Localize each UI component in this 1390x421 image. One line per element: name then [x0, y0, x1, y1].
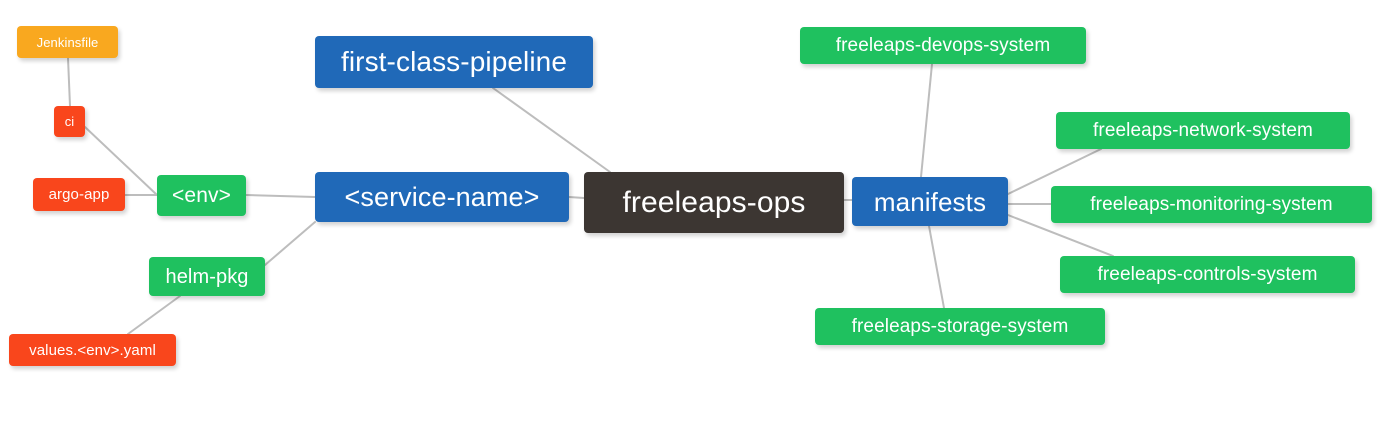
node-first-class-pipeline[interactable]: first-class-pipeline [315, 36, 593, 88]
node-label: Jenkinsfile [36, 34, 99, 50]
node-ci[interactable]: ci [54, 106, 85, 137]
edge-service-name-to-freeleaps-ops [568, 196, 585, 199]
node-helm-pkg[interactable]: helm-pkg [149, 257, 265, 296]
node-freeleaps-storage-system[interactable]: freeleaps-storage-system [815, 308, 1105, 345]
node-jenkinsfile[interactable]: Jenkinsfile [17, 26, 118, 58]
node-argo-app[interactable]: argo-app [33, 178, 125, 211]
edge-manifests-to-freeleaps-devops-system [920, 63, 933, 178]
edge-ci-to-env [84, 126, 158, 196]
node-label: first-class-pipeline [340, 46, 568, 77]
node-label: freeleaps-devops-system [835, 35, 1051, 56]
node-service-name[interactable]: <service-name> [315, 172, 569, 222]
edge-first-class-pipeline-to-freeleaps-ops [492, 87, 611, 173]
edge-helm-pkg-to-values-env-yaml [127, 295, 181, 335]
node-values-env-yaml[interactable]: values.<env>.yaml [9, 334, 176, 366]
node-label: argo-app [48, 186, 110, 203]
node-label: freeleaps-ops [622, 185, 806, 219]
node-label: helm-pkg [165, 265, 249, 288]
node-manifests[interactable]: manifests [852, 177, 1008, 226]
edge-manifests-to-freeleaps-storage-system [928, 225, 945, 309]
node-label: <env> [172, 184, 231, 207]
node-freeleaps-monitoring-system[interactable]: freeleaps-monitoring-system [1051, 186, 1372, 223]
node-env[interactable]: <env> [157, 175, 246, 216]
node-label: freeleaps-network-system [1093, 120, 1313, 141]
node-freeleaps-devops-system[interactable]: freeleaps-devops-system [800, 27, 1086, 64]
node-label: values.<env>.yaml [29, 341, 156, 359]
node-freeleaps-network-system[interactable]: freeleaps-network-system [1056, 112, 1350, 149]
edge-env-to-service-name [245, 194, 316, 198]
edge-manifests-to-freeleaps-controls-system [1007, 214, 1114, 257]
node-label: <service-name> [344, 181, 540, 212]
node-label: ci [64, 114, 75, 129]
edge-manifests-to-freeleaps-network-system [1007, 148, 1102, 195]
node-label: freeleaps-controls-system [1097, 264, 1318, 285]
node-label: freeleaps-storage-system [851, 316, 1069, 337]
edge-jenkinsfile-to-ci [67, 57, 71, 107]
node-label: manifests [873, 186, 987, 217]
node-label: freeleaps-monitoring-system [1090, 194, 1333, 215]
node-freeleaps-controls-system[interactable]: freeleaps-controls-system [1060, 256, 1355, 293]
edge-service-name-to-helm-pkg [264, 221, 316, 266]
node-freeleaps-ops[interactable]: freeleaps-ops [584, 172, 844, 233]
